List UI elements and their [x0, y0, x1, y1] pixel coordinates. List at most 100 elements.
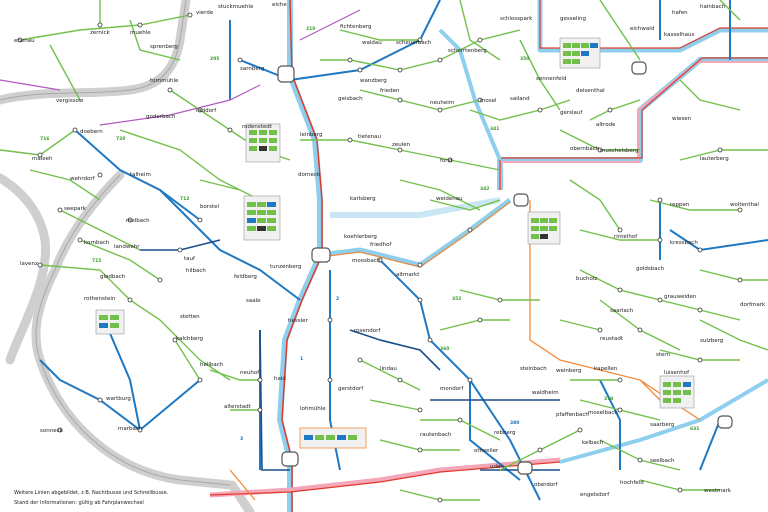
route-number: 350 [520, 56, 529, 62]
place-label: gerslauf [560, 110, 583, 116]
stop-dots [17, 12, 743, 503]
place-label: sailand [510, 96, 530, 102]
place-label: tauf [184, 256, 196, 262]
place-label: kelbach [582, 440, 604, 446]
purple-lines [0, 9, 361, 126]
place-label: kalchberg [176, 336, 203, 342]
place-label: uden [490, 464, 504, 470]
place-label: grauweiden [664, 294, 697, 300]
rail-corridor-central [209, 0, 768, 512]
place-label: kasselhaus [664, 32, 694, 38]
place-label: forst [440, 158, 453, 164]
place-label: moselbach [588, 410, 618, 416]
place-label: tunzenberg [270, 264, 301, 270]
place-label: rothenstein [84, 296, 116, 302]
place-label: gladbach [100, 274, 126, 280]
place-label: rodenstedt [242, 124, 273, 130]
place-label: scheuerbach [396, 40, 432, 46]
place-label: fichtenberg [340, 24, 372, 30]
place-label: doebern [80, 129, 103, 135]
route-number: 712 [180, 196, 189, 202]
place-label: feldberg [234, 274, 257, 280]
place-label: raddorf [196, 108, 217, 114]
place-label: zernick [90, 30, 110, 36]
place-label: rosendorf [354, 328, 381, 334]
route-number: 342 [480, 186, 489, 192]
place-label: lauterberg [700, 156, 729, 162]
place-label: ebenau [14, 38, 35, 44]
place-label: vierde [196, 10, 214, 16]
place-label: wehrdorf [70, 176, 96, 182]
route-numbers: 715 716 720 341 342 350 352 360 370 380 … [40, 26, 699, 442]
place-label: hellbach [200, 362, 224, 368]
place-label: mondorf [440, 386, 464, 392]
place-label: talheim [130, 172, 151, 178]
place-label: ottweiler [474, 448, 499, 454]
place-label: hainbach [700, 4, 726, 10]
place-label: steinbach [520, 366, 547, 372]
route-number: 715 [92, 258, 101, 264]
place-label: hilbach [186, 268, 206, 274]
place-label: lavenz [20, 261, 38, 267]
place-label: sennenfeld [536, 76, 566, 82]
place-label: wiesen [672, 116, 692, 122]
place-label: weinberg [556, 368, 581, 374]
footer-line-2: Stand der Informationen: gültig ab Fahrp… [14, 500, 144, 506]
hub-southmid [517, 461, 533, 475]
place-label: westmark [704, 488, 732, 494]
rail-corridor-east [438, 0, 768, 190]
place-label: vergissow [56, 98, 84, 104]
place-label: landwehr [114, 244, 140, 250]
place-label: sarnberg [240, 66, 264, 72]
place-label: dorneck [298, 172, 321, 178]
place-label: eichwald [630, 26, 654, 32]
route-number: 1 [300, 356, 303, 362]
place-label: rintelhof [614, 234, 638, 240]
place-label: hochfeld [620, 480, 644, 486]
place-label: stern [656, 352, 671, 358]
place-label: kressbach [670, 240, 698, 246]
place-label: borstel [200, 204, 220, 210]
route-number: 370 [604, 396, 613, 402]
place-label: moosbach [352, 258, 381, 264]
route-number: 380 [510, 420, 519, 426]
place-label: neuhof [240, 370, 260, 376]
place-label: reustadt [600, 336, 624, 342]
place-label: stetten [180, 314, 200, 320]
place-label: woltenthal [730, 202, 759, 208]
hub-east [513, 193, 529, 207]
place-label: kornbach [84, 240, 110, 246]
place-label: seepark [64, 206, 87, 212]
route-badge-clusters [95, 37, 695, 449]
place-label: friedhof [370, 242, 392, 248]
place-label: waldau [362, 40, 382, 46]
interchange-hubs [277, 61, 733, 475]
place-labels: ebenau zernick muehle vierde stuckmuehle… [14, 2, 766, 498]
place-label: goldsbach [636, 266, 665, 272]
place-label: tornmühle [150, 78, 179, 84]
place-label: engelsdorf [580, 492, 610, 498]
place-label: luisenhof [664, 370, 690, 376]
place-label: schlosspark [500, 16, 533, 22]
place-label: saale [246, 298, 261, 304]
hub-central [311, 247, 331, 263]
place-label: kapellen [594, 366, 618, 372]
hub-south [281, 451, 299, 467]
route-number: 210 [306, 26, 315, 32]
place-label: wartburg [106, 396, 131, 402]
place-label: lindau [380, 366, 397, 372]
route-number: 716 [40, 136, 49, 142]
place-label: bucholz [576, 276, 597, 282]
place-label: geisbach [338, 96, 363, 102]
place-label: altrode [596, 122, 616, 128]
hub-north [277, 65, 295, 83]
place-label: tietenau [358, 134, 381, 140]
route-number: 360 [440, 346, 449, 352]
route-number: 341 [490, 126, 499, 132]
place-label: hessler [288, 318, 309, 324]
place-label: muehle [130, 30, 151, 36]
place-label: koehlerberg [344, 234, 377, 240]
place-label: obernbach [570, 146, 600, 152]
place-label: sonneck [40, 428, 64, 434]
place-label: rautenbach [420, 432, 452, 438]
